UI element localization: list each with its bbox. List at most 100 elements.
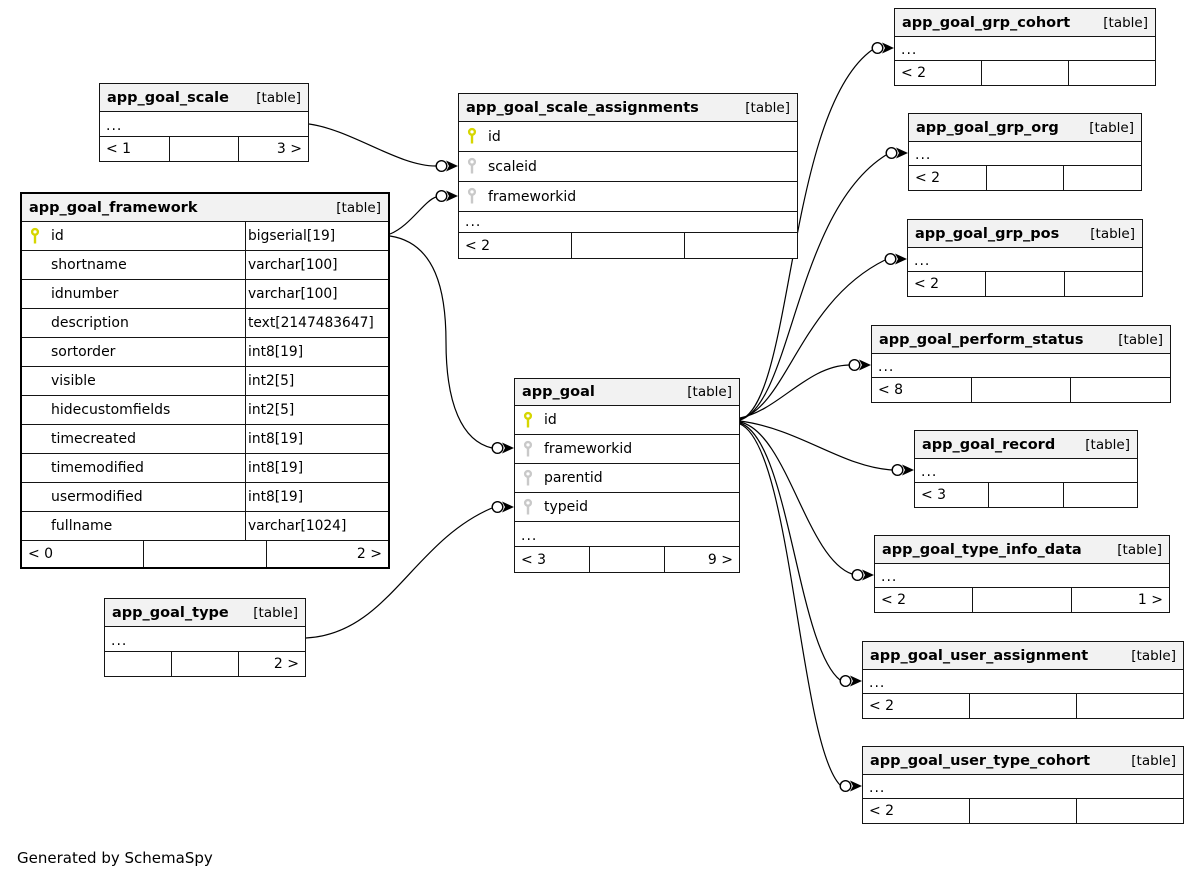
key-icon-slot <box>522 498 535 517</box>
footer-cell <box>1071 378 1170 402</box>
column-name: frameworkid <box>544 441 633 457</box>
table-app_goal_grp_pos[interactable]: app_goal_grp_pos [table]...< 2 <box>907 219 1143 297</box>
table-footer: < 2 <box>863 694 1183 718</box>
table-app_goal_type[interactable]: app_goal_type[table]...2 > <box>104 598 306 677</box>
column-row-fullname: fullname varchar[1024] <box>22 512 388 541</box>
footer-cell: < 2 <box>908 272 987 296</box>
table-type-badge: [table] <box>1085 436 1130 453</box>
edge-app_goal_framework-id-to-app_goal-frameworkid <box>389 235 514 455</box>
key-icon-slot <box>522 440 535 459</box>
table-type-badge: [table] <box>687 384 732 400</box>
primary-key-icon <box>30 227 40 244</box>
ellipsis-row: ... <box>908 248 1142 272</box>
table-type-badge: [table] <box>256 89 301 106</box>
primary-key-icon <box>467 127 477 144</box>
arrowhead-marker <box>895 253 907 265</box>
footer-cell <box>970 694 1077 718</box>
table-name: app_goal_record <box>922 436 1056 453</box>
key-icon-slot <box>466 187 479 206</box>
footer-cell <box>1064 166 1141 190</box>
foreign-key-icon <box>523 498 533 515</box>
ellipsis-row: ... <box>105 627 305 652</box>
key-icon-slot <box>466 127 479 146</box>
column-name: parentid <box>544 470 603 486</box>
table-type-badge: [table] <box>1090 225 1135 242</box>
footer-cell <box>105 652 172 676</box>
foreign-key-icon <box>523 440 533 457</box>
zero-one-circle-marker <box>884 252 897 265</box>
table-name: app_goal_user_assignment <box>870 647 1089 664</box>
foreign-key-icon <box>467 157 477 174</box>
column-name: timemodified <box>51 460 144 476</box>
table-app_goal_user_type_cohort[interactable]: app_goal_user_type_cohort[table]...< 2 <box>862 746 1184 824</box>
table-name: app_goal_perform_status <box>879 331 1084 348</box>
column-name: timecreated <box>51 431 136 447</box>
table-name: app_goal_type_info_data <box>882 541 1082 558</box>
table-type-badge: [table] <box>1131 752 1176 769</box>
table-app_goal_user_assignment[interactable]: app_goal_user_assignment[table]...< 2 <box>862 641 1184 719</box>
arrowhead-marker <box>859 359 871 371</box>
column-name: hidecustomfields <box>51 402 171 418</box>
footer-cell: < 2 <box>895 61 982 85</box>
column-name: shortname <box>51 257 127 273</box>
footer-cell <box>685 233 797 258</box>
table-app_goal_grp_org[interactable]: app_goal_grp_org[table]...< 2 <box>908 113 1142 191</box>
arrowhead-marker <box>882 42 894 54</box>
arrowhead-marker <box>850 780 862 792</box>
column-name: idnumber <box>51 286 119 302</box>
column-row-hidecustomfields: hidecustomfields int2[5] <box>22 396 388 425</box>
key-icon-slot <box>522 411 535 430</box>
table-name: app_goal_grp_org <box>916 119 1059 136</box>
edge-app_goal-id-to-app_goal_grp_org <box>739 146 908 421</box>
footer-cell <box>1065 272 1142 296</box>
column-row-id: id <box>515 406 739 435</box>
column-row-usermodified: usermodified int8[19] <box>22 483 388 512</box>
column-row-frameworkid: frameworkid <box>459 182 797 212</box>
column-type: varchar[100] <box>245 280 388 308</box>
table-type-badge: [table] <box>1089 119 1134 136</box>
footer-cell <box>987 166 1065 190</box>
table-name: app_goal_grp_pos <box>915 225 1060 242</box>
edge-app_goal-id-to-app_goal_user_assignment <box>739 422 862 688</box>
column-type: varchar[1024] <box>245 512 388 540</box>
column-name: description <box>51 315 129 331</box>
primary-key-icon <box>523 411 533 428</box>
edge-app_goal-id-to-app_goal_type_info_data <box>739 421 874 582</box>
table-app_goal_record[interactable]: app_goal_record[table]...< 3 <box>914 430 1138 508</box>
footer-cell: 2 > <box>273 656 299 672</box>
column-type: int2[5] <box>245 367 388 395</box>
column-type: int2[5] <box>245 396 388 424</box>
column-name: fullname <box>51 518 113 534</box>
table-name: app_goal_scale <box>107 89 229 106</box>
edge-app_goal_scale-to-app_goal_scale_assignments-scaleid <box>308 123 458 172</box>
table-app_goal_perform_status[interactable]: app_goal_perform_status[table]...< 8 <box>871 325 1171 403</box>
ellipsis-row: ... <box>875 564 1169 588</box>
column-type: int8[19] <box>245 483 388 511</box>
table-footer: 2 > <box>105 652 305 676</box>
footer-cell <box>973 588 1072 612</box>
table-app_goal_grp_cohort[interactable]: app_goal_grp_cohort[table]...< 2 <box>894 8 1156 86</box>
table-header: app_goal_perform_status[table] <box>872 326 1170 354</box>
footer-cell: < 2 <box>875 588 974 612</box>
table-footer: < 2 <box>908 272 1142 296</box>
footer-cell: 9 > <box>707 551 733 568</box>
column-type: int8[19] <box>245 425 388 453</box>
footer-cell <box>1077 799 1183 823</box>
footer-cell: 2 > <box>356 546 382 562</box>
edge-app_goal_framework-id-to-app_goal_scale_assignments-frameworkid <box>389 189 458 235</box>
table-header: app_goal_scale_assignments[table] <box>459 94 797 122</box>
column-name: usermodified <box>51 489 143 505</box>
column-name: id <box>544 412 557 428</box>
footer-cell: < 2 <box>909 166 987 190</box>
ellipsis-row: ... <box>459 212 797 233</box>
arrowhead-marker <box>896 147 908 159</box>
